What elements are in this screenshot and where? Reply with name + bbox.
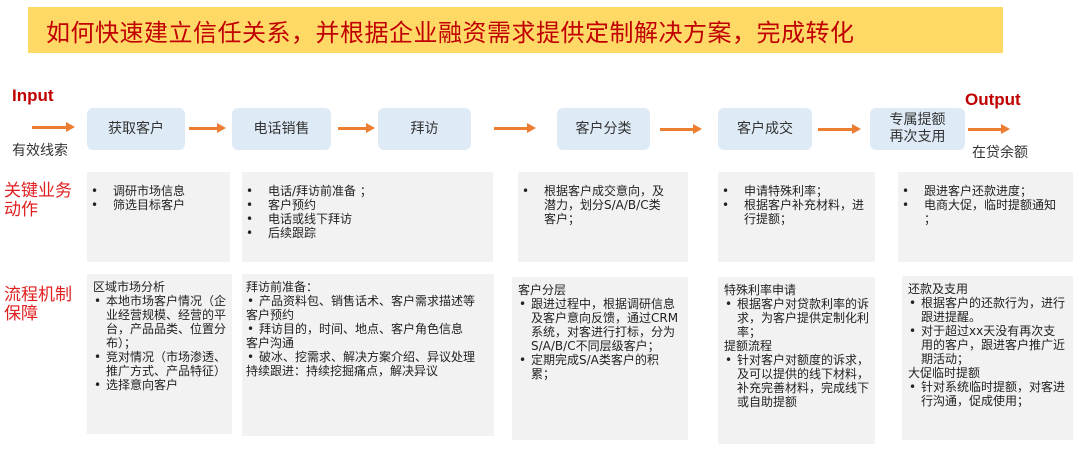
key-action-card-phone-visit: 电话/拜访前准备 ； 客户预约 电话或线下拜访 后续跟踪 — [242, 172, 493, 262]
arrow-right-icon — [494, 123, 536, 133]
step-label: 客户分类 — [575, 120, 632, 137]
list-item: 针对客户对额度的诉求，及可以提供的线下材料，补充完善材料，完成线下或自助提额 — [724, 353, 869, 409]
step-label: 客户成交 — [737, 120, 793, 137]
row-label-line1: 关键业务 — [4, 181, 72, 201]
row-label-line2: 动作 — [4, 200, 38, 220]
list-item: 选择意向客户 — [93, 378, 226, 392]
step-close-deal: 客户成交 — [718, 108, 812, 150]
input-sub-label: 有效线索 — [12, 143, 68, 159]
list-item: 针对系统临时提额，对客进行沟通，促成使用； — [908, 380, 1067, 408]
process-card-repayment: 还款及支用 根据客户的还款行为，进行跟进提醒。 对于超过xx天没有再次支用的客户… — [902, 276, 1073, 440]
section-heading: 特殊利率申请 — [724, 283, 797, 297]
section-heading: 客户分层 — [518, 283, 567, 297]
list-item: 跟进客户还款进度； — [898, 184, 1067, 198]
step-label-line2: 再次支用 — [889, 129, 946, 145]
input-label: Input — [12, 86, 54, 105]
list-item: 根据客户对贷款利率的诉求，为客户提供定制化利率； — [724, 297, 869, 339]
arrow-right-icon — [338, 123, 375, 133]
list-item: 根据客户的还款行为，进行跟进提醒。 — [908, 296, 1067, 324]
step-label: 电话销售 — [253, 120, 310, 137]
section-heading: 持续跟进：持续挖掘痛点，解决异议 — [246, 364, 439, 378]
list-item: 定期完成S/A类客户的积累； — [518, 353, 682, 381]
list-item: 后续跟踪 — [242, 226, 493, 240]
list-item: 客户预约 — [242, 198, 493, 212]
process-card-visit: 拜访前准备： 产品资料包、销售话术、客户需求描述等 客户预约 拜访目的，时间、地… — [242, 274, 494, 436]
list-item: 根据客户补充材料，进行提额； — [718, 198, 867, 226]
section-heading: 客户预约 — [246, 308, 295, 322]
step-phone-sales: 电话销售 — [232, 108, 331, 150]
row-label-line1: 流程机制 — [4, 285, 72, 305]
step-label: 专属提额 再次支用 — [890, 112, 946, 146]
key-action-card-limit: 跟进客户还款进度； 电商大促，临时提额通知 ； — [898, 172, 1073, 262]
step-acquire-customer: 获取客户 — [87, 108, 185, 150]
key-action-card-classify: 根据客户成交意向，及潜力，划分S/A/B/C类客户； — [518, 172, 688, 262]
list-item: 电商大促，临时提额通知 ； — [898, 198, 1067, 226]
process-card-rate-and-limit: 特殊利率申请 根据客户对贷款利率的诉求，为客户提供定制化利率； 提额流程 针对客… — [718, 277, 875, 444]
step-exclusive-limit: 专属提额 再次支用 — [870, 108, 965, 150]
arrow-right-icon — [968, 124, 1010, 134]
arrow-right-icon — [32, 122, 75, 132]
list-item: 根据客户成交意向，及潜力，划分S/A/B/C类客户； — [518, 184, 664, 226]
title-banner: 如何快速建立信任关系，并根据企业融资需求提供定制解决方案，完成转化 — [28, 7, 1003, 53]
list-item: 筛选目标客户 — [87, 198, 230, 212]
section-heading: 还款及支用 — [908, 282, 969, 296]
step-label: 获取客户 — [108, 120, 164, 137]
banner-title: 如何快速建立信任关系，并根据企业融资需求提供定制解决方案，完成转化 — [46, 18, 855, 47]
key-action-card-deal: 申请特殊利率； 根据客户补充材料，进行提额； — [718, 172, 875, 262]
arrow-right-icon — [818, 124, 861, 134]
row-label-key-actions: 关键业务 动作 — [4, 182, 72, 220]
list-item: 申请特殊利率； — [718, 184, 867, 198]
list-item: 产品资料包、销售话术、客户需求描述等 — [246, 294, 488, 308]
key-action-card-acquire: 调研市场信息 筛选目标客户 — [87, 172, 230, 262]
section-heading: 提额流程 — [724, 339, 773, 353]
arrow-right-icon — [660, 124, 702, 134]
list-item: 破冰、挖需求、解决方案介绍、异议处理 — [246, 350, 488, 364]
row-label-process-guarantee: 流程机制 保障 — [4, 286, 72, 324]
step-label: 拜访 — [410, 120, 439, 137]
list-item: 跟进过程中，根据调研信息及客户意向反馈，通过CRM系统，对客进行打标，分为S/A… — [518, 297, 682, 353]
process-card-customer-tiering: 客户分层 跟进过程中，根据调研信息及客户意向反馈，通过CRM系统，对客进行打标，… — [512, 277, 688, 440]
list-item: 电话/拜访前准备 ； — [242, 184, 493, 198]
list-item: 竞对情况（市场渗透、推广方式、产品特征） — [93, 350, 226, 378]
list-item: 本地市场客户情况（企业经营规模、经营的平台，产品品类、位置分布）； — [93, 294, 226, 350]
section-heading: 拜访前准备： — [246, 280, 319, 294]
process-card-market-analysis: 区域市场分析 本地市场客户情况（企业经营规模、经营的平台，产品品类、位置分布）；… — [87, 274, 232, 434]
list-item: 调研市场信息 — [87, 184, 230, 198]
section-heading: 客户沟通 — [246, 336, 295, 350]
step-label-line1: 专属提额 — [889, 112, 946, 128]
step-visit: 拜访 — [378, 108, 471, 150]
list-item: 拜访目的，时间、地点、客户角色信息 — [246, 322, 488, 336]
output-sub-label: 在贷余额 — [972, 145, 1028, 161]
output-label: Output — [965, 90, 1021, 109]
list-item: 对于超过xx天没有再次支用的客户，跟进客户推广近期活动； — [908, 324, 1067, 366]
section-heading: 区域市场分析 — [93, 280, 166, 294]
arrow-right-icon — [189, 123, 226, 133]
list-item: 电话或线下拜访 — [242, 212, 493, 226]
step-classify-customer: 客户分类 — [557, 108, 650, 150]
row-label-line2: 保障 — [4, 304, 38, 324]
section-heading: 大促临时提额 — [908, 366, 981, 380]
